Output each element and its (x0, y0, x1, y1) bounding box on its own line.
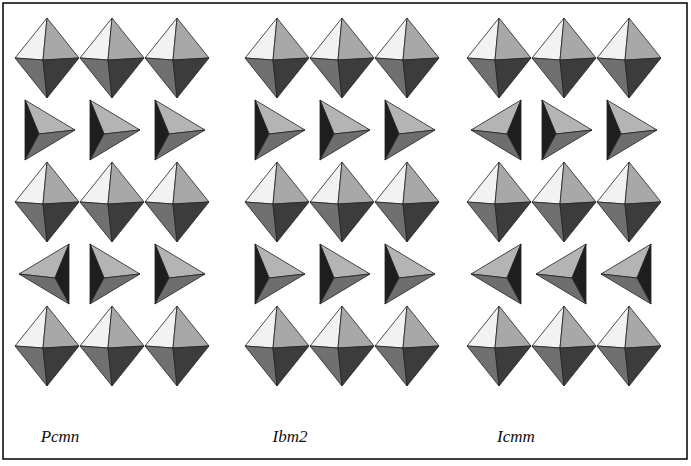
pcmn-structure (15, 18, 209, 386)
ibm2-structure (245, 18, 439, 386)
space-group-label: Pcmn (41, 428, 80, 447)
octahedra-row (15, 306, 209, 386)
tetrahedra-row (25, 100, 205, 160)
tetrahedra-row (471, 100, 657, 160)
space-group-label: Icmm (497, 428, 535, 447)
octahedra-row (245, 162, 439, 242)
octahedra-row (15, 18, 209, 98)
space-group-label: Ibm2 (273, 428, 308, 447)
octahedra-row (245, 18, 439, 98)
octahedra-row (245, 306, 439, 386)
octahedra-row (467, 306, 661, 386)
tetrahedra-row (19, 244, 205, 304)
tetrahedra-row (471, 244, 651, 304)
figure-frame (3, 3, 687, 459)
octahedra-row (467, 162, 661, 242)
octahedra-row (15, 162, 209, 242)
tetrahedra-row (255, 244, 435, 304)
octahedra-row (467, 18, 661, 98)
tetrahedra-row (255, 100, 435, 160)
icmm-structure (467, 18, 661, 386)
